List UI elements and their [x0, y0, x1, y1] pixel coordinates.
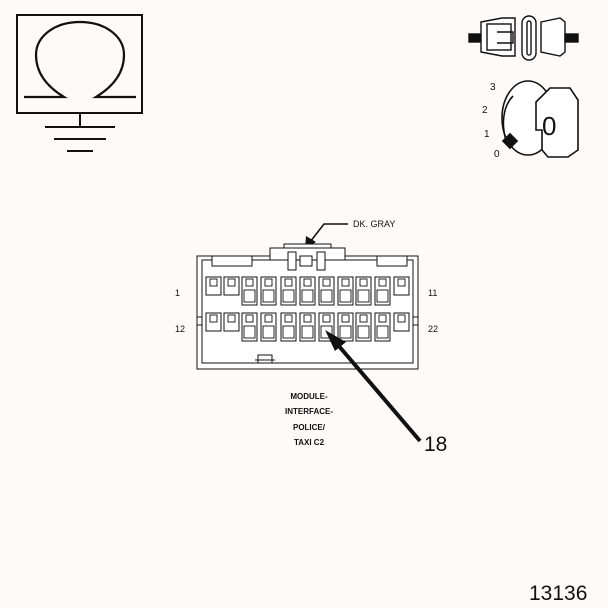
pin-cavity-2	[223, 276, 240, 296]
connector-pins	[205, 276, 410, 342]
ignition-position-1: 1	[484, 129, 490, 140]
pin-callout-arrowhead	[325, 330, 346, 351]
connector-name: MODULE- INTERFACE- POLICE/ TAXI C2	[285, 392, 333, 447]
pin-cavity-19	[337, 312, 354, 342]
pin-cavity-3	[241, 276, 258, 306]
ignition-position-2: 2	[482, 105, 488, 116]
pin-cavity-4	[260, 276, 277, 306]
ohm-symbol-icon	[16, 14, 143, 114]
pin-cavity-22	[393, 312, 410, 332]
pin-cavity-9	[355, 276, 372, 306]
pin-label-1: 1	[175, 288, 180, 298]
pin-cavity-12	[205, 312, 222, 332]
figure-number: 13136	[529, 582, 587, 605]
pin-cavity-1	[205, 276, 222, 296]
pin-cavity-20	[355, 312, 372, 342]
pin-cavity-14	[241, 312, 258, 342]
connector-name-line-2: INTERFACE-	[285, 407, 333, 416]
pin-cavity-16	[280, 312, 297, 342]
pin-cavity-7	[318, 276, 335, 306]
connector-name-line-4: TAXI C2	[294, 438, 325, 447]
connector-name-line-3: POLICE/	[293, 423, 326, 432]
ignition-key-label: 0	[542, 111, 556, 141]
pin-cavity-11	[393, 276, 410, 296]
pin-cavity-10	[374, 276, 391, 306]
ignition-position-3: 3	[490, 82, 496, 93]
pin-label-12: 12	[175, 324, 185, 334]
pin-cavity-17	[299, 312, 316, 342]
pin-label-11: 11	[428, 288, 437, 298]
ignition-key-icon	[501, 80, 579, 158]
pin-cavity-15	[260, 312, 277, 342]
pin-cavity-21	[374, 312, 391, 342]
ignition-position-0: 0	[494, 149, 500, 160]
connector-body	[196, 243, 419, 370]
color-callout-leader	[309, 223, 348, 243]
pin-cavity-8	[337, 276, 354, 306]
pin-cavity-13	[223, 312, 240, 332]
pin-callout-number: 18	[424, 433, 447, 456]
connector-name-line-1: MODULE-	[290, 392, 328, 401]
pin-callout-leader	[336, 343, 422, 443]
pin-label-22: 22	[428, 324, 438, 334]
connector-disconnect-icon	[468, 15, 579, 61]
ground-icon	[45, 113, 115, 152]
pin-cavity-5	[280, 276, 297, 306]
connector-color-label: DK. GRAY	[353, 219, 395, 229]
pin-cavity-6	[299, 276, 316, 306]
